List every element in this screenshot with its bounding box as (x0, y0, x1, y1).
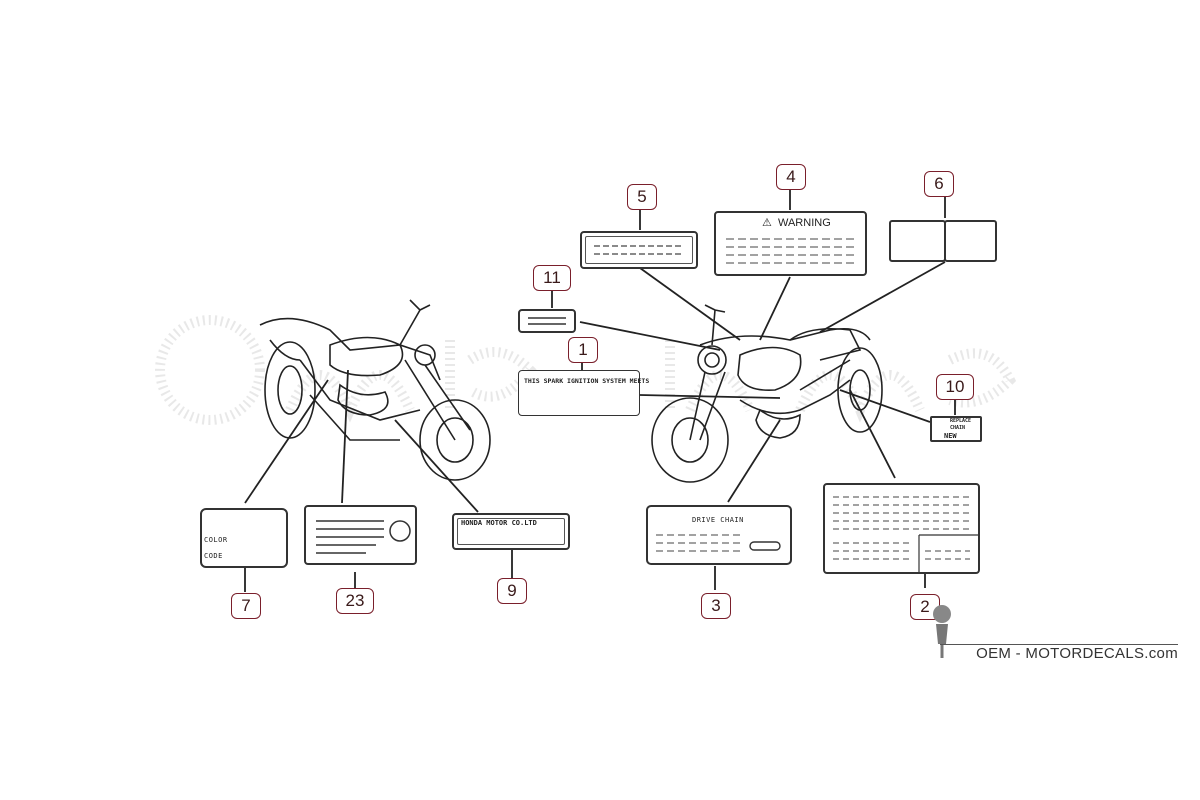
decal-code-text: CODE (204, 552, 223, 560)
decal-6-right (944, 220, 997, 262)
callout-23: 23 (336, 588, 374, 614)
decal-11-lines (528, 317, 566, 325)
decal-warning-text: WARNING (778, 217, 831, 229)
motorcycle-right-illustration (651, 304, 883, 483)
decal-6-left (889, 220, 946, 262)
decal-replace-chain (930, 416, 982, 442)
callout-4: 4 (776, 164, 806, 190)
decal-5-lines (594, 245, 684, 255)
decal-drive-chain-lines (656, 534, 781, 552)
decal-color-code (200, 508, 288, 568)
callout-1: 1 (568, 337, 598, 363)
decal-drive-chain-text: DRIVE CHAIN (692, 516, 744, 524)
callout-9: 9 (497, 578, 527, 604)
decal-spark-ignition (518, 370, 640, 416)
decal-23 (304, 505, 417, 565)
decal-5 (580, 231, 698, 269)
brand-underline (940, 644, 1178, 645)
callout-3: 3 (701, 593, 731, 619)
callout-10: 10 (936, 374, 974, 400)
brand-text: OEM - MOTORDECALS.com (976, 645, 1178, 662)
decal-drive-chain (646, 505, 792, 565)
decal-warning-lines (726, 238, 856, 264)
callout-7: 7 (231, 593, 261, 619)
decal-color-text: COLOR (204, 536, 228, 544)
decal-11 (518, 309, 576, 333)
decal-2 (823, 483, 980, 574)
motorcycle-left-illustration (259, 299, 491, 481)
decal-replace-text: REPLACE (950, 418, 972, 424)
callout-5: 5 (627, 184, 657, 210)
decal-warning (714, 211, 867, 276)
callout-6: 6 (924, 171, 954, 197)
decal-chain-text: CHAIN (950, 425, 966, 431)
warning-triangle-icon: ⚠ (762, 217, 772, 229)
decal-honda-text: HONDA MOTOR CO.LTD (461, 519, 537, 527)
decal-2-lines (833, 496, 978, 572)
decal-new-text: NEW (944, 432, 957, 440)
leader-lines (244, 190, 956, 592)
decal-spark-text: THIS SPARK IGNITION SYSTEM MEETS (524, 377, 650, 385)
callout-11: 11 (533, 265, 571, 291)
decal-honda-motor (452, 513, 570, 550)
decal-23-lines (316, 520, 411, 554)
logo-figure-icon (933, 605, 951, 658)
